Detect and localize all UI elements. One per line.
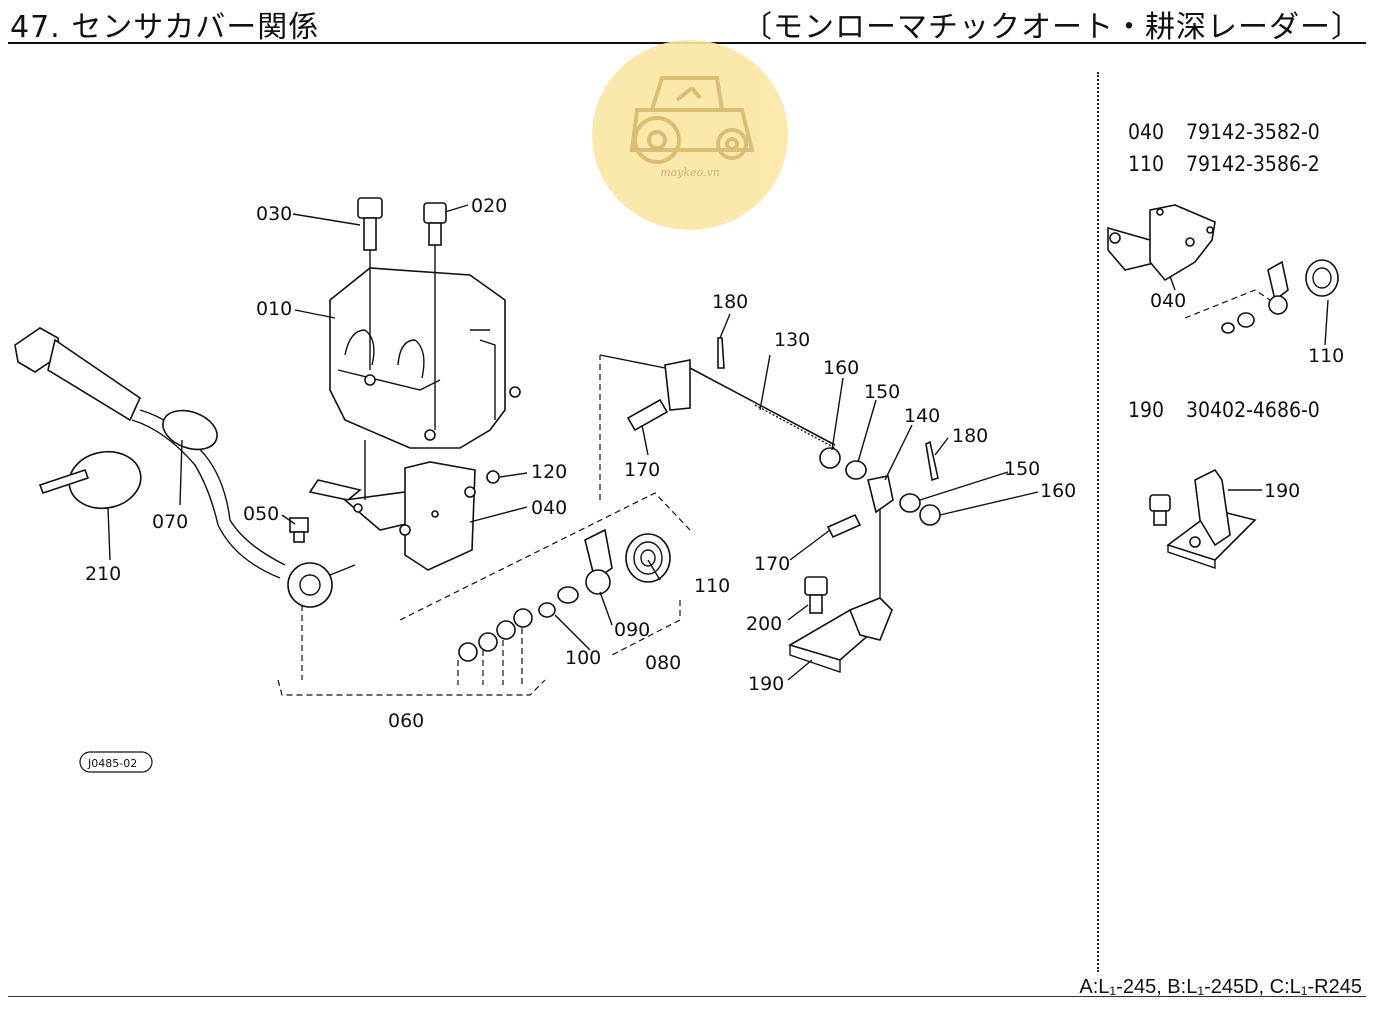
part-no: 040 (1128, 120, 1165, 144)
sensor-cover-010 (329, 267, 521, 449)
inset-callout-110: 110 (1308, 345, 1344, 367)
bolt-020 (423, 202, 447, 430)
inset-bracket-190 (1166, 468, 1262, 569)
shaft-130 (599, 354, 836, 449)
callout-210: 210 (85, 563, 121, 585)
callout-180-upper: 180 (712, 291, 748, 313)
callout-170-lower: 170 (754, 553, 790, 575)
lever-090 (584, 528, 613, 595)
callout-040: 040 (531, 497, 567, 519)
pin-170-upper (626, 398, 669, 432)
callout-160-lower: 160 (1040, 480, 1076, 502)
parts-list-row-190: 190 30402-4686-0 (1128, 398, 1320, 422)
part-number: 30402-4686-0 (1186, 398, 1320, 422)
bracket-040 (308, 440, 476, 571)
figure-code-badge: J0485-02 (79, 751, 153, 773)
callout-150-lower: 150 (1004, 458, 1040, 480)
inset-bracket-040 (1107, 204, 1271, 319)
callout-050: 050 (243, 503, 279, 525)
callout-020: 020 (471, 195, 507, 217)
sensor-harness-070 (14, 327, 356, 608)
bolt-030 (357, 197, 383, 370)
callout-060: 060 (388, 710, 424, 732)
inset-spring-110 (1221, 259, 1339, 346)
callout-010: 010 (256, 298, 292, 320)
callout-080: 080 (645, 652, 681, 674)
callout-200: 200 (746, 613, 782, 635)
callout-170-upper: 170 (624, 459, 660, 481)
nut-160-upper (819, 447, 841, 469)
bushing-100 (538, 586, 579, 618)
watermark-logo: maykeo.vn (592, 40, 788, 230)
callout-180-lower: 180 (952, 425, 988, 447)
parts-list-row-040: 040 79142-3582-0 (1128, 120, 1320, 144)
cotter-pin-180-upper (717, 337, 725, 369)
page-subtitle: 〔モンローマチックオート・耕深レーダー〕 (742, 10, 1362, 45)
callout-090: 090 (614, 619, 650, 641)
washer-150-lower (899, 493, 921, 513)
bracket-190 (788, 597, 893, 673)
parts-list-row-110: 110 79142-3586-2 (1128, 152, 1320, 176)
cotter-pin-180-lower (925, 440, 939, 482)
callout-160-upper: 160 (823, 357, 859, 379)
part-no: 190 (1128, 398, 1165, 422)
callout-120: 120 (531, 461, 567, 483)
page-title: 47. センサカバー関係 (10, 10, 320, 45)
watermark-text: maykeo.vn (660, 166, 720, 179)
part-number: 79142-3582-0 (1186, 120, 1320, 144)
model-applicability: A:L₁-245, B:L₁-245D, C:L₁-R245 (1079, 976, 1362, 998)
lever-140 (867, 475, 894, 514)
bolt-200 (804, 576, 828, 614)
callout-130: 130 (774, 329, 810, 351)
washer-150-upper (845, 460, 867, 480)
leader-lines (107, 204, 1039, 681)
inset-callout-040: 040 (1150, 290, 1186, 312)
callout-110: 110 (694, 575, 730, 597)
callout-190: 190 (748, 673, 784, 695)
pin-170-lower (826, 513, 862, 539)
callout-150-upper: 150 (864, 381, 900, 403)
washer-120 (486, 470, 500, 484)
tractor-icon (629, 76, 755, 164)
inset-bolt-190 (1149, 494, 1171, 526)
inset-callout-190: 190 (1264, 480, 1300, 502)
cable-tie-210 (38, 450, 142, 510)
part-number: 79142-3586-2 (1186, 152, 1320, 176)
callout-070: 070 (152, 511, 188, 533)
bolt-050 (289, 517, 309, 543)
column-divider (1097, 72, 1099, 972)
part-no: 110 (1128, 152, 1165, 176)
callout-030: 030 (256, 203, 292, 225)
callout-140: 140 (904, 405, 940, 427)
figure-code: J0485-02 (87, 757, 137, 770)
footer-rule (8, 996, 1366, 997)
spring-110 (625, 533, 671, 583)
washer-set-060 (458, 608, 533, 662)
nut-160-lower (919, 504, 941, 526)
callout-100: 100 (565, 647, 601, 669)
